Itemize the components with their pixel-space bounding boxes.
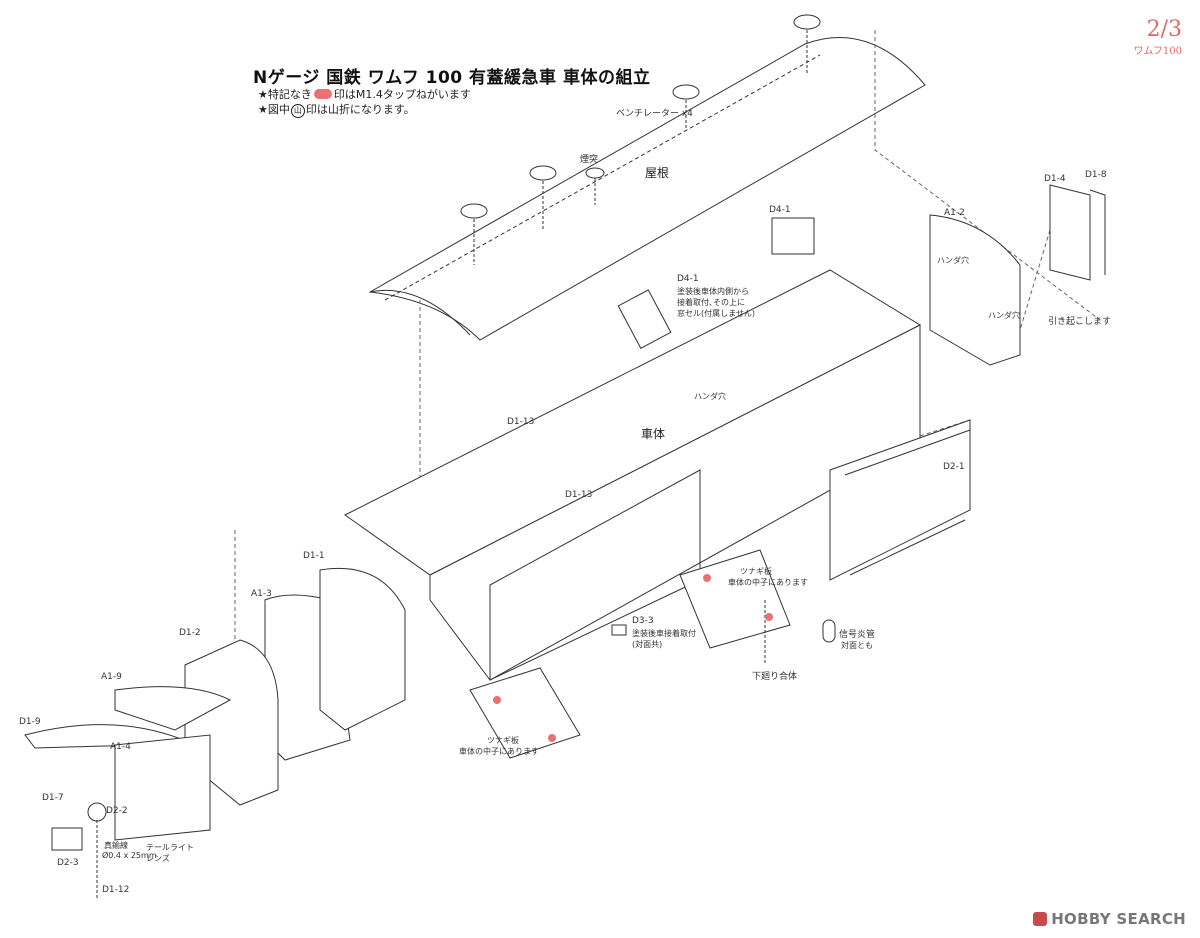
note-fold: ★図中山印は山折になります。 bbox=[258, 101, 415, 118]
body-part bbox=[344, 217, 922, 681]
label-a1-4: A1-4 bbox=[110, 742, 131, 752]
label-d1-2: D1-2 bbox=[179, 628, 201, 638]
label-d3-3-note2: (対面共) bbox=[632, 640, 663, 649]
ventilator-parts bbox=[460, 14, 821, 265]
label-d4-1-note3: 窓セル(付属しません) bbox=[677, 309, 756, 318]
brand-text: HOBBY SEARCH bbox=[1051, 910, 1186, 928]
label-d3-3-note1: 塗装後車接着取付 bbox=[632, 629, 696, 638]
label-d4-1-note2: 接着取付､その上に bbox=[677, 298, 745, 307]
label-d1-12: D1-12 bbox=[102, 885, 130, 895]
label-joint-plate-a-note: 車体の中子にあります bbox=[459, 747, 539, 756]
label-a1-3: A1-3 bbox=[251, 589, 272, 599]
label-d1-1: D1-1 bbox=[303, 551, 325, 561]
roof-part bbox=[368, 37, 926, 341]
label-underfloor: 下廻り合体 bbox=[752, 672, 798, 682]
note-tap-suffix: 印はM1.4タップねがいます bbox=[333, 88, 471, 101]
brand-logo-icon bbox=[1033, 912, 1048, 926]
label-d4-1-note1: 塗装後車体内側から bbox=[677, 287, 749, 296]
label-wire-1: 真鍮線 bbox=[104, 841, 128, 850]
note-fold-suffix: 印は山折になります。 bbox=[305, 103, 415, 116]
label-signal-flare-note: 対面とも bbox=[841, 641, 873, 650]
label-tail-light-2: レンズ bbox=[146, 854, 170, 863]
end-panel-right bbox=[929, 214, 1021, 366]
ladder-parts bbox=[1049, 184, 1106, 281]
page-indicator: 2/3 ワムフ100 bbox=[1133, 17, 1183, 58]
label-tail-light-1: テールライト bbox=[146, 843, 194, 852]
label-solder-hole-1: ハンダ穴 bbox=[937, 256, 969, 265]
sheet-title: Nゲージ 国鉄 ワムフ 100 有蓋緩急車 車体の組立 bbox=[253, 68, 651, 88]
page-model: ワムフ100 bbox=[1133, 46, 1183, 57]
label-pull-up: 引き起こします bbox=[1048, 317, 1112, 327]
label-signal-flare: 信号炎管 bbox=[839, 630, 876, 640]
note-tap: ★特記なき 印はM1.4タップねがいます bbox=[258, 86, 471, 102]
label-joint-plate-b: ツナギ板 bbox=[740, 567, 772, 576]
page-number: 2/3 bbox=[1146, 17, 1182, 42]
tap-markers bbox=[493, 574, 773, 742]
label-wire-2: Ø0.4 x 25mm bbox=[102, 851, 157, 860]
label-d2-2: D2-2 bbox=[106, 806, 128, 816]
label-d1-9: D1-9 bbox=[19, 717, 41, 727]
label-d4-1: D4-1 bbox=[677, 274, 699, 284]
label-d1-8: D1-8 bbox=[1085, 170, 1107, 180]
label-d1-13a: D1-13 bbox=[507, 417, 535, 427]
label-d4-1-top: D4-1 bbox=[769, 205, 791, 215]
label-d2-3: D2-3 bbox=[57, 858, 79, 868]
left-end-parts bbox=[24, 567, 406, 900]
label-a1-9: A1-9 bbox=[101, 672, 122, 682]
label-solder-hole-3: ハンダ穴 bbox=[694, 392, 726, 401]
label-d1-13b: D1-13 bbox=[565, 490, 593, 500]
label-joint-plate-a: ツナギ板 bbox=[487, 736, 519, 745]
label-d3-3: D3-3 bbox=[632, 616, 654, 626]
label-a1-2: A1-2 bbox=[944, 208, 965, 218]
note-fold-prefix: ★図中 bbox=[258, 103, 290, 116]
label-chimney: 煙突 bbox=[580, 155, 599, 165]
side-frame-d2-1 bbox=[829, 419, 971, 581]
label-d2-1: D2-1 bbox=[943, 462, 965, 472]
label-d1-7: D1-7 bbox=[42, 793, 64, 803]
brand-logo: HOBBY SEARCH bbox=[1033, 910, 1186, 928]
red-dot-icon bbox=[313, 89, 332, 99]
mountain-fold-icon: 山 bbox=[290, 104, 305, 118]
label-solder-hole-2: ハンダ穴 bbox=[988, 311, 1020, 320]
label-ventilator: ベンチレーター x4 bbox=[616, 109, 693, 119]
label-d1-4: D1-4 bbox=[1044, 174, 1066, 184]
label-body: 車体 bbox=[641, 427, 666, 441]
label-roof: 屋根 bbox=[645, 166, 670, 180]
note-tap-prefix: ★特記なき bbox=[258, 88, 312, 101]
label-joint-plate-b-note: 車体の中子にあります bbox=[728, 578, 808, 587]
